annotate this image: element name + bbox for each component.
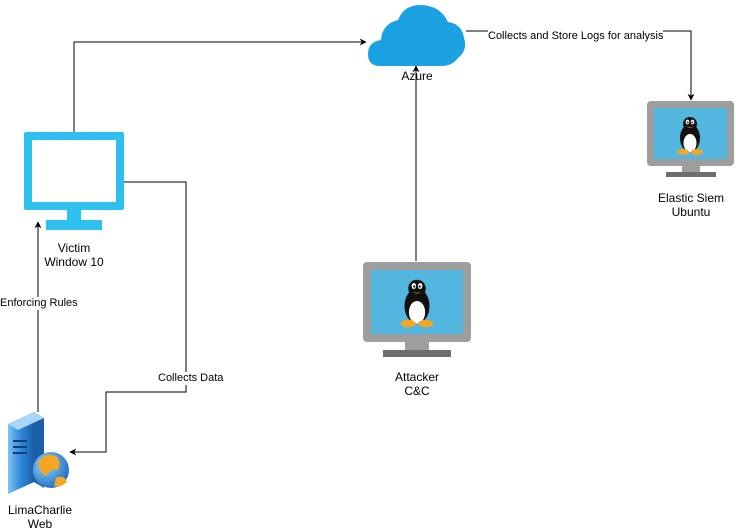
linux-monitor-icon[interactable]: [363, 262, 471, 357]
attacker-label-line2: C&C: [404, 384, 430, 398]
limacharlie-label: LimaCharlie Web: [0, 503, 80, 531]
edge-label-azure-to-elastic: Collects and Store Logs for analysis: [488, 30, 664, 43]
monitor-icon[interactable]: [24, 132, 124, 230]
globe-icon: [33, 452, 69, 488]
attacker-label: Attacker C&C: [372, 370, 462, 398]
edge-victim-to-limacharlie: [69, 181, 187, 456]
victim-label-line1: Victim: [57, 241, 91, 255]
limacharlie-label-line2: Web: [27, 517, 53, 531]
limacharlie-label-line1: LimaCharlie: [7, 503, 73, 517]
edge-label-limacharlie-to-victim: Enforcing Rules: [0, 297, 78, 310]
victim-label: Victim Window 10: [34, 241, 114, 269]
edges: [34, 30, 695, 456]
victim-label-line2: Window 10: [44, 255, 104, 269]
linux-monitor-icon[interactable]: [647, 101, 734, 177]
elastic-label-line1: Elastic Siem: [657, 191, 725, 205]
edge-victim-to-azure: [73, 38, 367, 132]
cloud-icon[interactable]: [368, 5, 466, 66]
attacker-label-line1: Attacker: [394, 370, 439, 384]
edge-label-victim-to-limacharlie: Collects Data: [158, 372, 224, 385]
azure-label: Azure: [401, 69, 433, 83]
elastic-label: Elastic Siem Ubuntu: [648, 191, 734, 219]
elastic-label-line2: Ubuntu: [671, 205, 711, 219]
